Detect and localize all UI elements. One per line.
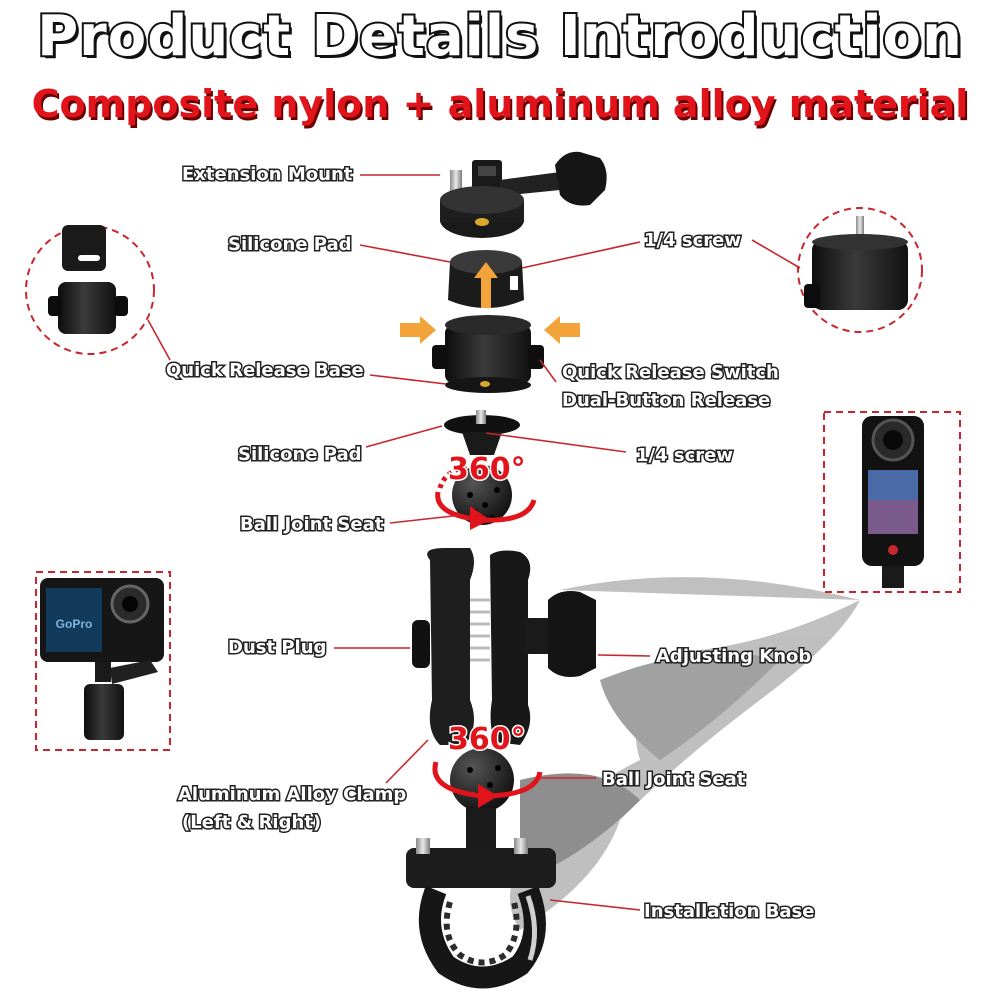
zoom-circle-quick-release (25, 225, 155, 355)
label-dust-plug: Dust Plug (226, 636, 327, 660)
label-ball-joint-seat-top: Ball Joint Seat (238, 513, 384, 537)
rotation-360-upper: 360° (447, 451, 528, 489)
up-arrow-icon (474, 262, 498, 308)
quick-release-base (432, 315, 544, 393)
page-title: Product Details Introduction (35, 2, 964, 71)
silicone-pad-top (448, 250, 524, 308)
rotation-360-lower: 360° (447, 721, 528, 759)
label-ball-joint-seat-bottom: Ball Joint Seat (600, 768, 746, 792)
label-installation-base: Installation Base (642, 900, 815, 924)
extension-mount (440, 151, 607, 238)
installation-base (406, 808, 556, 989)
gopro-screen-brand: GoPro (56, 617, 93, 631)
label-clamp-sides: (Left & Right) (180, 811, 322, 835)
gopro-camera-photo (35, 571, 171, 751)
label-extension-mount: Extension Mount (180, 163, 353, 187)
label-quick-release-switch: Quick Release Switch (561, 361, 781, 385)
rotate-arrow-icon-lower (432, 761, 543, 808)
label-dual-button-release: Dual-Button Release (560, 389, 771, 413)
label-silicone-pad-mid: Silicone Pad (237, 443, 364, 467)
silicone-pad-mid (444, 410, 520, 455)
label-screw-top: 1/4 screw (643, 229, 743, 253)
label-silicone-pad-top: Silicone Pad (227, 233, 354, 257)
press-arrow-right-icon (544, 316, 580, 344)
clamp-arm (412, 548, 596, 745)
ball-joint-top (452, 465, 512, 525)
insta360-camera-photo (823, 411, 961, 593)
zoom-circle-screw (797, 207, 923, 333)
label-clamp: Aluminum Alloy Clamp (176, 783, 407, 807)
label-adjusting-knob: Adjusting Knob (654, 645, 812, 669)
press-arrow-left-icon (400, 316, 436, 344)
label-quick-release-base: Quick Release Base (165, 359, 366, 383)
label-screw-mid: 1/4 screw (635, 444, 735, 468)
page-subtitle: Composite nylon + aluminum alloy materia… (31, 81, 970, 127)
rotate-arrow-icon-upper (435, 463, 537, 530)
leader-lines (147, 174, 801, 911)
